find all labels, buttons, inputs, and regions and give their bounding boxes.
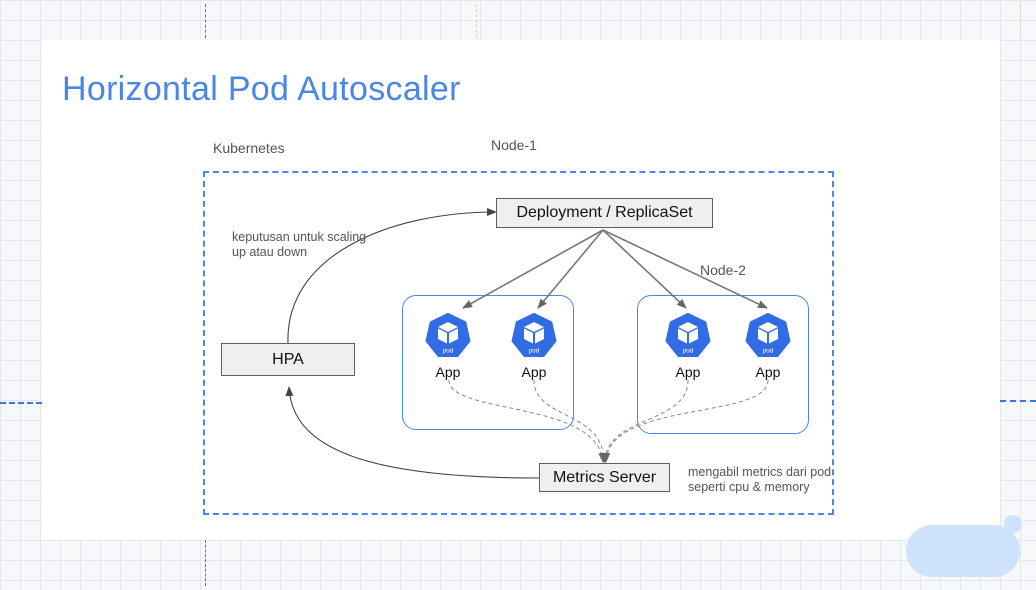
hpa-box[interactable]: HPA [221, 343, 355, 376]
pod-icon[interactable]: pod [743, 311, 793, 359]
pod-to-metrics-dashed-arrow [601, 379, 689, 463]
metrics-to-hpa-arrow [285, 386, 540, 479]
kubernetes-cluster-frame[interactable] [203, 171, 834, 515]
vertical-guide-line [205, 4, 206, 38]
vertical-guide-line [1020, 4, 1021, 38]
pod-app-label: App [435, 364, 461, 380]
pod-to-metrics-dashed-arrow [533, 379, 608, 463]
metrics-note: mengabil metrics dari pod seperti cpu & … [688, 465, 832, 494]
pod-to-metrics-dashed-arrow [448, 379, 607, 463]
deployment-replicaset-box[interactable]: Deployment / ReplicaSet [496, 198, 713, 228]
svg-text:pod: pod [763, 348, 774, 355]
svg-text:pod: pod [683, 348, 694, 355]
pod-icon[interactable]: pod [423, 311, 473, 359]
pod-app-label: App [675, 364, 701, 380]
vertical-guide-line [205, 540, 206, 586]
node2-frame[interactable] [637, 295, 809, 434]
pod-app-label: App [755, 364, 781, 380]
pod-icon[interactable]: pod [663, 311, 713, 359]
node1-label: Node-1 [491, 137, 537, 153]
slide-title[interactable]: Horizontal Pod Autoscaler [62, 70, 461, 108]
pod-app-label: App [521, 364, 547, 380]
svg-text:pod: pod [529, 348, 540, 355]
metrics-server-box[interactable]: Metrics Server [539, 463, 670, 492]
pod-icon[interactable]: pod [509, 311, 559, 359]
scaling-note: keputusan untuk scaling up atau down [232, 230, 367, 259]
node2-label: Node-2 [700, 262, 746, 278]
horizontal-guide-line [0, 402, 42, 404]
node1-frame[interactable] [402, 295, 574, 430]
hpa-to-deployment-arrow [287, 208, 497, 344]
horizontal-guide-line [1000, 400, 1036, 402]
comment-bubble[interactable] [906, 515, 1022, 577]
deployment-to-pod-arrow [537, 229, 604, 309]
deployment-to-pod-arrow [602, 229, 687, 309]
pod-to-metrics-dashed-arrow [602, 379, 769, 463]
slide-canvas[interactable] [42, 40, 1000, 540]
svg-text:pod: pod [443, 348, 454, 355]
cluster-label: Kubernetes [213, 140, 285, 156]
deployment-to-pod-arrow [462, 229, 604, 309]
deployment-to-pod-arrow [602, 229, 768, 309]
vertical-guide-line [476, 4, 477, 38]
